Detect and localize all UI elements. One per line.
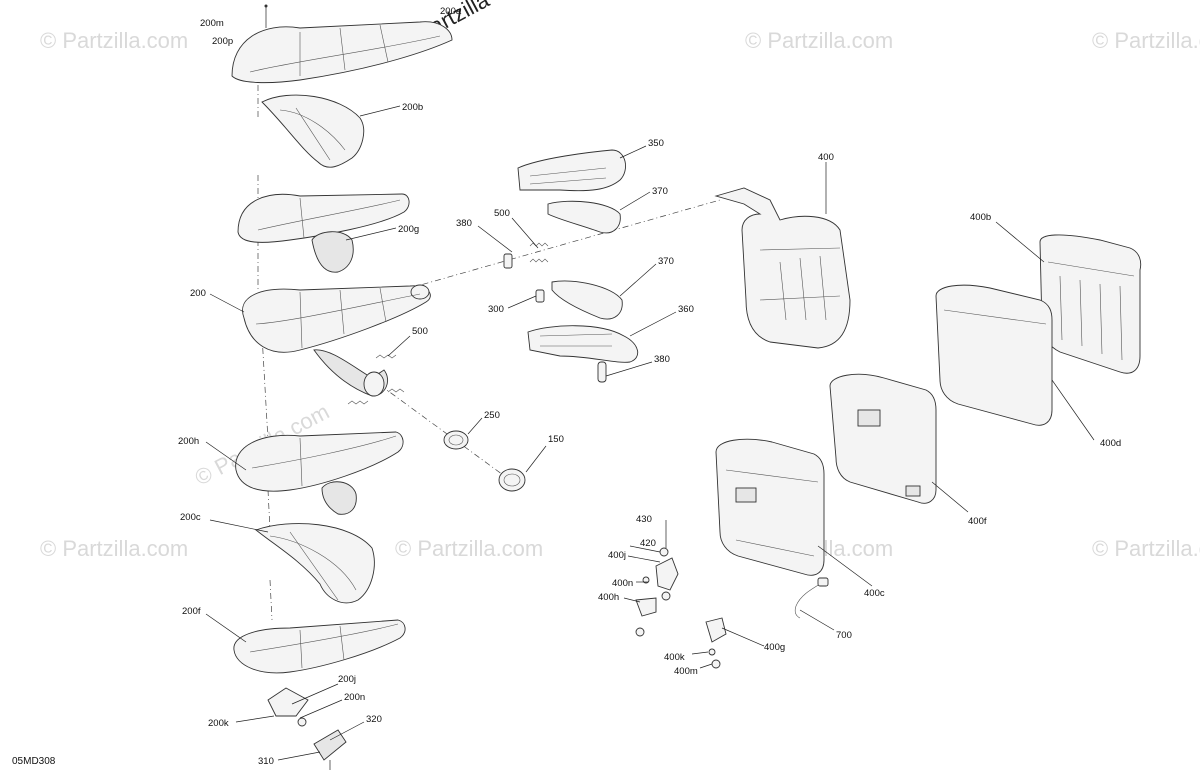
part-200b-shield (261, 94, 365, 168)
callout-500: 500 (412, 326, 428, 337)
callout-400d: 400d (1100, 438, 1121, 449)
callout-700: 700 (836, 630, 852, 641)
part-370-shield-lower (551, 280, 623, 320)
watermark-layer: © Partzilla.com © Partzilla.com © Partzi… (40, 0, 1200, 561)
part-200g-shield (237, 193, 410, 273)
drawing-id: 05MD308 (12, 756, 56, 767)
callout-200n: 200n (344, 692, 365, 703)
callout-400m: 400m (674, 666, 698, 677)
callout-200j: 200j (338, 674, 356, 685)
part-400d-shield (935, 284, 1053, 426)
callout-200c: 200c (180, 512, 201, 523)
part-200f-shield (233, 619, 406, 674)
part-370-shield-upper (547, 200, 621, 234)
callout-400f: 400f (968, 516, 987, 527)
watermark: © Partzilla.com (40, 536, 188, 561)
part-150-gasket (498, 468, 526, 492)
callout-200g: 200g (398, 224, 419, 235)
callout-300: 300 (488, 304, 504, 315)
part-400-mount-hardware (635, 520, 727, 669)
part-400f-shield (829, 373, 937, 504)
callout-400j: 400j (608, 550, 626, 561)
callout-200: 200 (190, 288, 206, 299)
callout-labels: 200m 200p 200a 200b 200g 200 500 200h 20… (178, 6, 1121, 767)
callout-400b: 400b (970, 212, 991, 223)
callout-150: 150 (548, 434, 564, 445)
callout-400k: 400k (664, 652, 685, 663)
callout-370: 370 (652, 186, 668, 197)
callout-500: 500 (494, 208, 510, 219)
part-380-clip-lower (597, 361, 607, 383)
part-360-pipe (527, 325, 639, 363)
watermark: © Partzilla.com (1092, 536, 1200, 561)
part-200c-shield (255, 523, 375, 604)
callout-420: 420 (640, 538, 656, 549)
callout-200b: 200b (402, 102, 423, 113)
part-400b-shield (1039, 234, 1142, 374)
callout-400: 400 (818, 152, 834, 163)
watermark: © Partzilla.com (395, 536, 543, 561)
callout-380: 380 (654, 354, 670, 365)
part-200-muffler-pipe (242, 284, 431, 405)
spring-icon (347, 354, 405, 405)
callout-310: 310 (258, 756, 274, 767)
callout-360: 360 (678, 304, 694, 315)
part-400c-shield (715, 438, 825, 576)
callout-200p: 200p (212, 36, 233, 47)
callout-200k: 200k (208, 718, 229, 729)
callout-400n: 400n (612, 578, 633, 589)
callout-250: 250 (484, 410, 500, 421)
watermark: © Partzilla.com (40, 28, 188, 53)
callout-380: 380 (456, 218, 472, 229)
part-400-muffler (714, 187, 851, 349)
callout-200m: 200m (200, 18, 224, 29)
watermark: © Partzilla.com (745, 28, 893, 53)
callout-370: 370 (658, 256, 674, 267)
part-200j-bracket (267, 687, 347, 770)
leader-lines (205, 105, 1095, 761)
callout-350: 350 (648, 138, 664, 149)
callout-200a: 200a (440, 6, 462, 17)
part-300-clamp (535, 289, 545, 303)
part-700-sensor (794, 577, 829, 619)
callout-400h: 400h (598, 592, 619, 603)
callout-320: 320 (366, 714, 382, 725)
part-350-pipe (517, 149, 627, 192)
part-200h-shield (235, 431, 404, 515)
part-380-clip-upper (503, 253, 513, 269)
part-200p-top-shield (231, 4, 453, 84)
callout-400c: 400c (864, 588, 885, 599)
callout-200f: 200f (182, 606, 201, 617)
callout-200h: 200h (178, 436, 199, 447)
part-500-springs (529, 242, 549, 263)
watermark: © Partzilla.com (1092, 28, 1200, 53)
assembly-axes (257, 85, 721, 621)
part-250-gasket (443, 430, 469, 450)
callout-430: 430 (636, 514, 652, 525)
callout-400g: 400g (764, 642, 785, 653)
